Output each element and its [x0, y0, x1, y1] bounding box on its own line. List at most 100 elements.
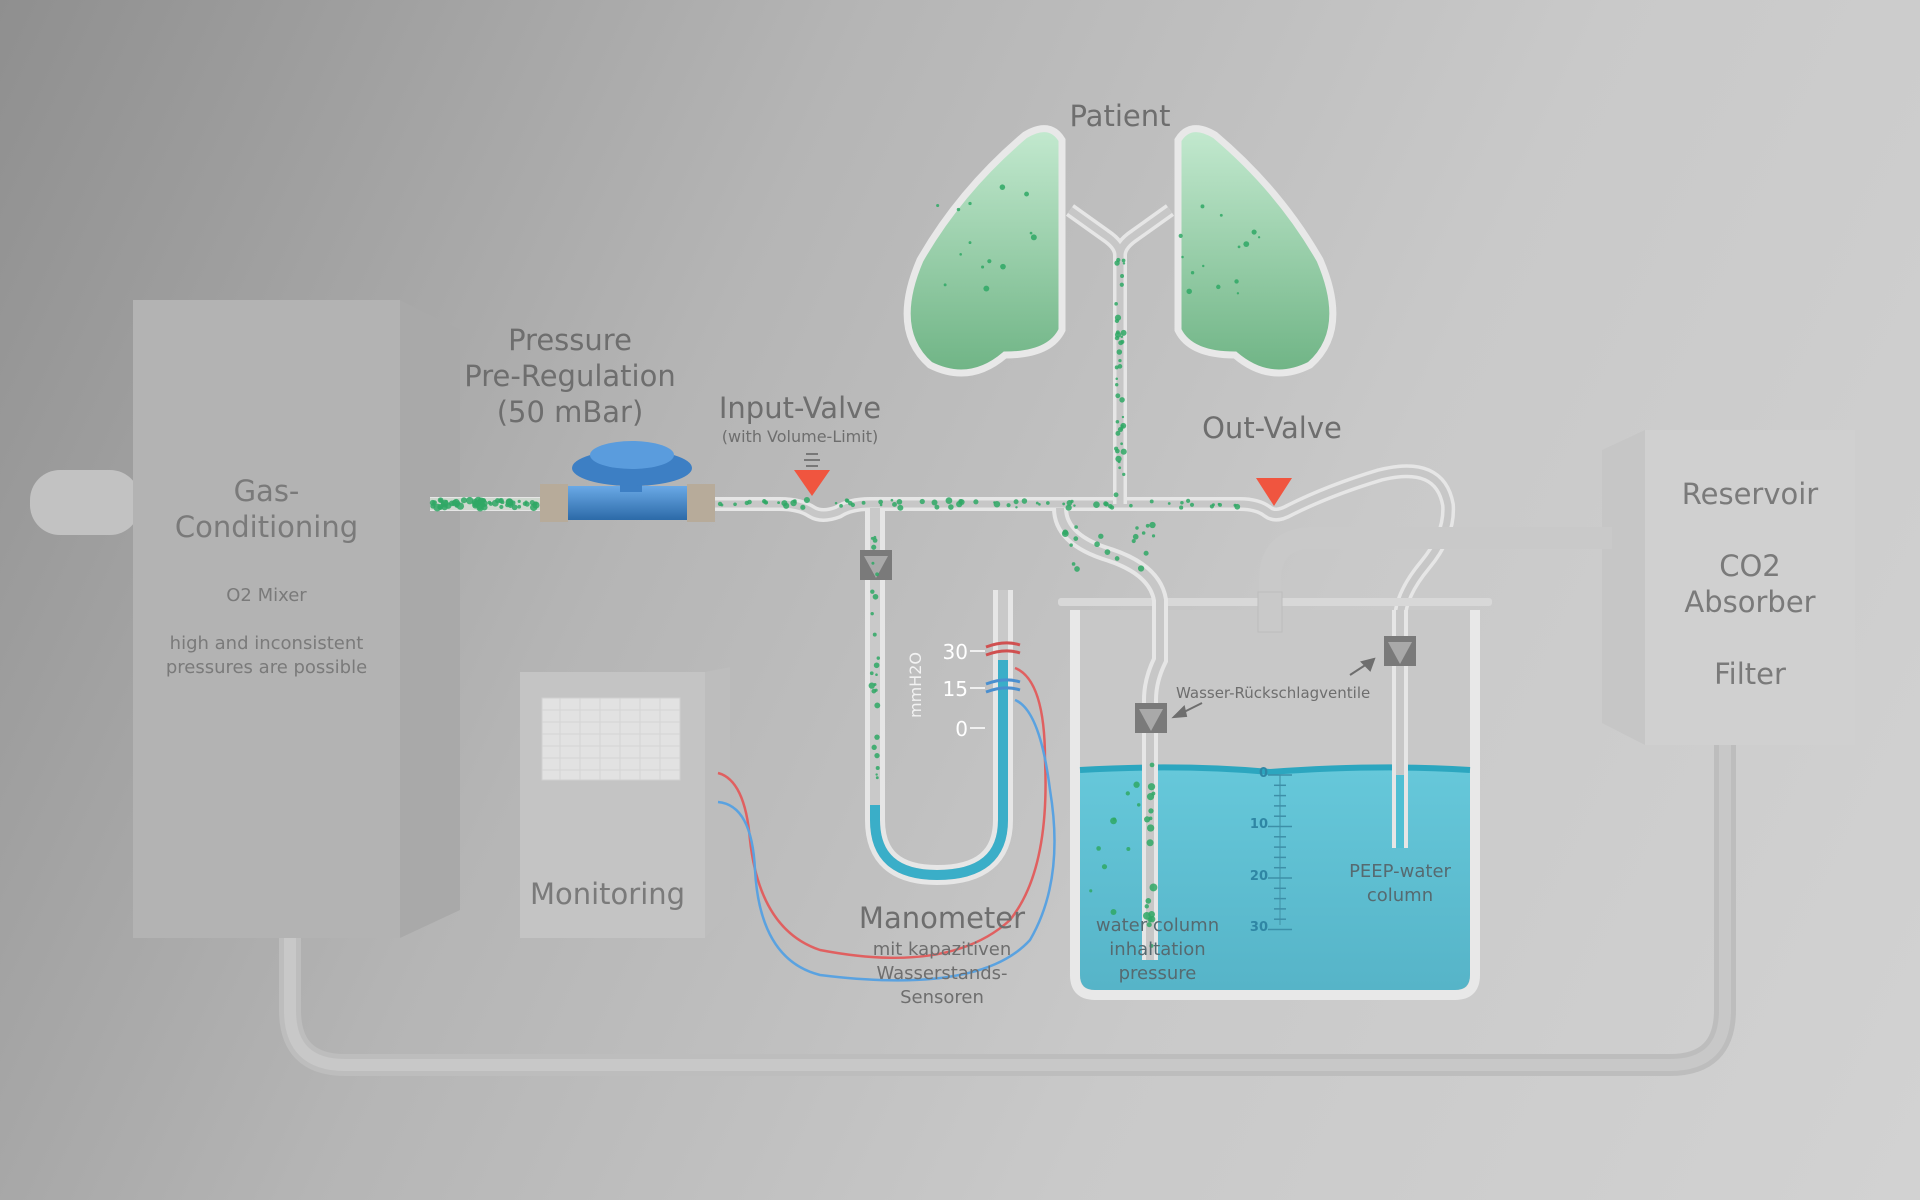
- water-tank: [1058, 598, 1492, 1000]
- bubble: [1114, 302, 1118, 306]
- bubble: [948, 504, 954, 510]
- bubble: [1120, 335, 1124, 339]
- bubble: [868, 682, 875, 689]
- bubble: [1116, 349, 1123, 355]
- bubble: [1121, 258, 1126, 263]
- bubble: [936, 203, 940, 208]
- bubble: [968, 201, 972, 206]
- bubble: [1243, 241, 1250, 248]
- manometer-tick-15: 15: [942, 677, 968, 701]
- bubble: [1073, 536, 1079, 541]
- bubble: [1112, 817, 1116, 821]
- bubble: [1234, 279, 1239, 284]
- bubble: [1122, 262, 1126, 265]
- bubble: [1113, 492, 1119, 498]
- bubble: [1146, 839, 1154, 847]
- bubble: [876, 656, 880, 660]
- bubble: [934, 504, 940, 510]
- bubble: [1089, 889, 1093, 893]
- bubble: [1149, 521, 1156, 529]
- bubble: [438, 505, 443, 510]
- bubble: [1115, 448, 1120, 454]
- bubble: [747, 499, 752, 505]
- bubble: [466, 496, 474, 505]
- bubble: [1104, 501, 1109, 507]
- manometer-tick-0: 0: [955, 717, 968, 741]
- bubble: [1069, 543, 1073, 547]
- patient-label: Patient: [1069, 99, 1171, 133]
- gas-conditioning-sub1: O2 Mixer: [226, 585, 307, 606]
- reservoir-box: [1602, 430, 1855, 745]
- bubble: [532, 501, 540, 509]
- bubble: [845, 499, 850, 503]
- bubble: [873, 535, 877, 539]
- bubble: [1144, 816, 1151, 823]
- bubble: [765, 501, 768, 505]
- manometer-unit: mmH2O: [906, 652, 925, 718]
- bubble: [875, 572, 879, 577]
- bubble: [517, 504, 522, 509]
- bubble: [872, 593, 879, 600]
- bubble: [1202, 264, 1205, 268]
- bubble: [1211, 503, 1215, 507]
- bubble: [1120, 329, 1127, 336]
- bubble: [1065, 504, 1072, 511]
- bubble: [890, 498, 894, 502]
- bubble: [919, 498, 925, 505]
- bubble: [1142, 911, 1151, 920]
- bubble: [781, 500, 788, 507]
- tank-scale-ticks: [1268, 774, 1292, 931]
- bubble: [803, 496, 810, 504]
- tank-scale-0: 0: [1258, 766, 1268, 781]
- bubble: [1149, 943, 1154, 948]
- bubble: [444, 499, 448, 503]
- bubble: [1125, 791, 1130, 796]
- tank-scale-30: 30: [1249, 920, 1268, 935]
- bubble: [1218, 502, 1222, 507]
- bubble: [1234, 503, 1241, 510]
- gas-conditioning-box: [30, 300, 460, 938]
- bubble: [487, 500, 492, 505]
- bubble: [1131, 538, 1136, 544]
- bubble: [1219, 213, 1223, 217]
- bubble: [874, 702, 881, 709]
- reservoir-line3: Filter: [1714, 657, 1786, 691]
- inhale-column-label: water column inhaltation pressure: [1095, 915, 1220, 984]
- lungs: [903, 125, 1337, 377]
- bubble: [875, 673, 878, 676]
- bubble: [983, 285, 990, 292]
- bubble: [1146, 793, 1155, 801]
- bubble: [1045, 501, 1050, 505]
- bubble: [931, 499, 938, 506]
- bubble: [430, 503, 436, 509]
- bubble: [973, 499, 979, 505]
- bubble: [1135, 526, 1139, 530]
- bubble: [1148, 808, 1154, 814]
- bubble: [1186, 288, 1192, 295]
- bubble: [1114, 260, 1120, 266]
- bubble: [1190, 270, 1195, 275]
- bubble: [871, 544, 877, 550]
- bubble: [1109, 505, 1115, 510]
- bubble: [1114, 331, 1122, 338]
- monitoring-box: [520, 667, 730, 938]
- bubble: [959, 253, 962, 256]
- bubble: [1136, 803, 1141, 807]
- bubble: [1122, 472, 1126, 477]
- bubble: [1216, 284, 1221, 290]
- peep-column-label: PEEP-water column: [1349, 861, 1451, 906]
- bubble: [524, 501, 530, 507]
- bubble: [720, 503, 724, 507]
- trachea-pipe: [1065, 204, 1175, 504]
- bubble: [987, 259, 992, 264]
- bubble: [472, 500, 479, 508]
- bubble: [511, 504, 518, 511]
- bubble: [452, 498, 460, 506]
- bubble: [1118, 466, 1122, 470]
- bubble: [1257, 236, 1261, 239]
- bubble: [1115, 377, 1118, 381]
- bubble: [999, 184, 1006, 190]
- bubble: [874, 752, 880, 759]
- bubble: [1146, 824, 1155, 832]
- bubble: [1141, 531, 1146, 535]
